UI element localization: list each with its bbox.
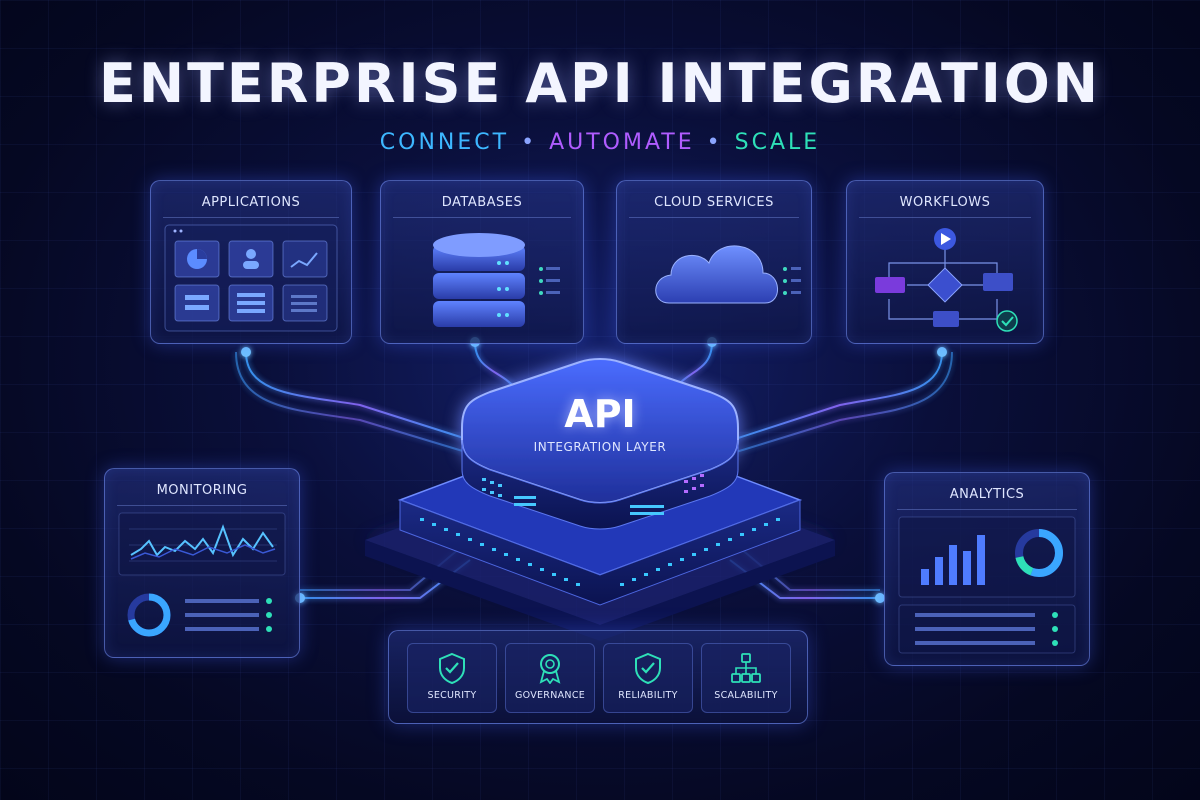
- features-panel: SECURITY GOVERNANCE RELIABILITY SCALABIL…: [388, 630, 808, 724]
- pie-chart-icon: [187, 249, 207, 269]
- feature-label: SCALABILITY: [714, 690, 778, 701]
- network-hierarchy-icon: [702, 652, 790, 688]
- feature-label: RELIABILITY: [618, 690, 678, 701]
- card-divider: [859, 217, 1031, 218]
- applications-title: Applications: [201, 195, 301, 210]
- subtitle-separator: •: [521, 130, 538, 155]
- donut-chart-icon: [1015, 529, 1063, 577]
- node-dot-analytics: [875, 593, 885, 603]
- api-hub-subtitle: INTEGRATION LAYER: [533, 440, 667, 454]
- databases-title: Databases: [441, 195, 523, 210]
- page-title: ENTERPRISE API INTEGRATION: [98, 52, 1101, 115]
- connector-databases: [474, 341, 516, 389]
- feature-scalability: SCALABILITY: [701, 643, 791, 713]
- shield-check-icon: [408, 652, 496, 688]
- analytics-illustration: [898, 516, 1076, 654]
- monitoring-title: Monitoring: [156, 483, 248, 498]
- cloud-services-title: Cloud Services: [654, 195, 774, 210]
- card-divider: [163, 217, 339, 218]
- bar-chart-icon: [921, 535, 985, 585]
- feature-label: GOVERNANCE: [514, 690, 586, 701]
- feature-label: SECURITY: [427, 690, 477, 701]
- activity-line-chart: [130, 524, 274, 558]
- donut-chart-icon: [127, 593, 171, 637]
- node-dot-workflows: [937, 347, 947, 357]
- award-badge-icon: [506, 652, 594, 688]
- subtitle-automate: AUTOMATE: [549, 130, 695, 155]
- feature-reliability: RELIABILITY: [603, 643, 693, 713]
- workflows-card: Workflows: [846, 180, 1044, 344]
- feature-security: SECURITY: [407, 643, 497, 713]
- page-subtitle: CONNECT • AUTOMATE • SCALE: [0, 130, 1200, 155]
- monitoring-illustration: [118, 512, 286, 637]
- card-divider: [117, 505, 287, 506]
- monitoring-card: Monitoring: [104, 468, 300, 658]
- applications-card: Applications: [150, 180, 352, 344]
- cloud-services-card: Cloud Services: [616, 180, 812, 344]
- connector-applications: [245, 351, 471, 441]
- analytics-title: Analytics: [949, 487, 1025, 502]
- check-circle-icon: [996, 310, 1018, 332]
- trend-line-icon: [290, 252, 318, 268]
- subtitle-scale: SCALE: [734, 130, 821, 155]
- shield-check-icon: [604, 652, 692, 688]
- analytics-card: Analytics: [884, 472, 1090, 666]
- node-dot-applications: [241, 347, 251, 357]
- connector-workflows: [731, 351, 943, 441]
- databases-card: Databases: [380, 180, 584, 344]
- workflows-title: Workflows: [899, 195, 991, 210]
- applications-illustration: [164, 224, 338, 332]
- cloud-icon: [655, 245, 801, 304]
- workflow-diagram-icon: [875, 228, 1018, 332]
- card-divider: [629, 217, 799, 218]
- database-icon: [433, 233, 560, 327]
- card-divider: [897, 509, 1077, 510]
- subtitle-connect: CONNECT: [379, 130, 510, 155]
- feature-governance: GOVERNANCE: [505, 643, 595, 713]
- card-divider: [393, 217, 571, 218]
- api-hub-title: API: [564, 392, 636, 436]
- user-icon: [243, 249, 259, 269]
- subtitle-separator: •: [706, 130, 723, 155]
